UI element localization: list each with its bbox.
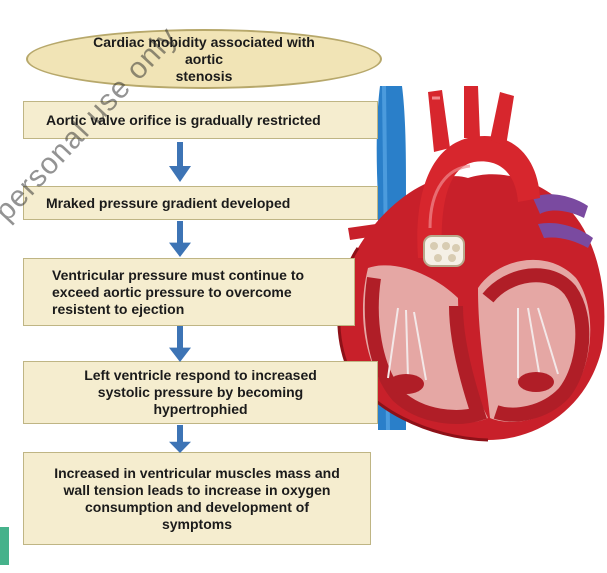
step-1-box: Aortic valve orifice is gradually restri… xyxy=(23,101,378,139)
down-arrow-icon xyxy=(168,221,192,257)
step-5-box: Increased in ventricular muscles mass an… xyxy=(23,452,371,545)
step-3-box: Ventricular pressure must continue to ex… xyxy=(23,258,355,326)
down-arrow-icon xyxy=(168,425,192,453)
step-2-box: Mraked pressure gradient developed xyxy=(23,186,378,220)
accent-tag xyxy=(0,527,9,565)
step-4-box: Left ventricle respond to increased syst… xyxy=(23,361,378,424)
down-arrow-icon xyxy=(168,326,192,362)
down-arrow-icon xyxy=(168,142,192,182)
diagram-title: Cardiac mobidity associated with aortic … xyxy=(26,29,382,89)
